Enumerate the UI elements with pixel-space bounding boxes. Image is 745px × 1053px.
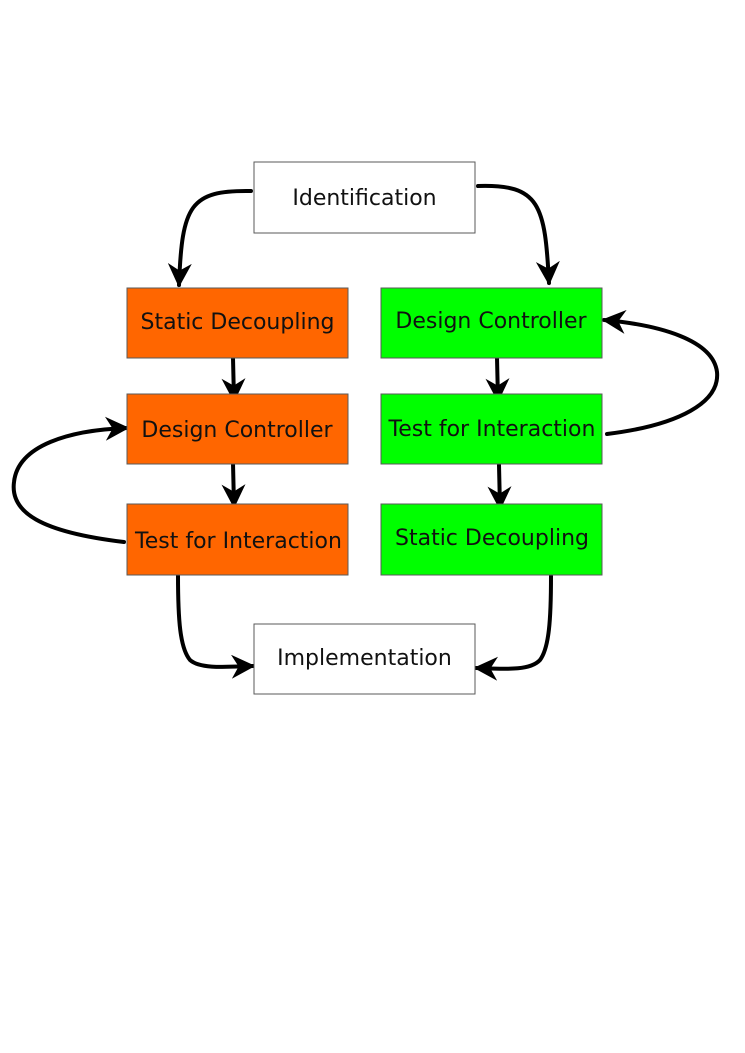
- edges: [11, 183, 720, 681]
- node-right-static-decoupling-box: [380, 503, 603, 576]
- node-left-design-controller-label: Design Controller: [141, 418, 333, 443]
- node-right-design-controller-box: [380, 287, 603, 359]
- node-right-design-controller-label: Design Controller: [395, 309, 587, 334]
- nodes: Identification Static Decoupling Design …: [126, 161, 603, 695]
- node-implementation-box: [253, 623, 476, 695]
- node-right-static-decoupling: Static Decoupling: [380, 503, 603, 576]
- node-right-test-for-interaction-box: [380, 393, 603, 465]
- node-right-static-decoupling-label: Static Decoupling: [395, 526, 589, 551]
- node-left-design-controller-box: [126, 393, 349, 465]
- node-left-test-for-interaction-label: Test for Interaction: [134, 529, 342, 554]
- node-implementation-label: Implementation: [277, 646, 452, 671]
- node-left-test-for-interaction: Test for Interaction: [126, 503, 349, 576]
- node-left-static-decoupling-label: Static Decoupling: [141, 310, 335, 335]
- edge-left-test-to-implementation: [176, 573, 256, 679]
- edge-identification-to-right-design: [476, 183, 560, 286]
- node-right-test-for-interaction: Test for Interaction: [380, 393, 603, 465]
- edge-left-test-feedback-to-left-design: [11, 416, 130, 544]
- node-implementation: Implementation: [253, 623, 476, 695]
- edge-identification-to-left-static: [167, 188, 253, 288]
- edge-right-test-feedback-to-right-design: [601, 309, 720, 436]
- node-left-test-for-interaction-box: [126, 503, 349, 576]
- edge-left-design-to-left-test: [221, 461, 246, 509]
- node-left-static-decoupling: Static Decoupling: [126, 287, 349, 359]
- node-identification: Identification: [253, 161, 476, 234]
- edge-right-design-to-right-test: [485, 356, 510, 403]
- node-left-static-decoupling-box: [126, 287, 349, 359]
- node-identification-label: Identification: [292, 186, 436, 211]
- node-left-design-controller: Design Controller: [126, 393, 349, 465]
- node-right-design-controller: Design Controller: [380, 287, 603, 359]
- node-right-test-for-interaction-label: Test for Interaction: [388, 417, 596, 442]
- node-identification-box: [253, 161, 476, 234]
- edge-right-static-to-implementation: [473, 574, 553, 681]
- edge-right-test-to-right-static: [487, 463, 512, 511]
- edge-left-static-to-left-design: [221, 356, 246, 403]
